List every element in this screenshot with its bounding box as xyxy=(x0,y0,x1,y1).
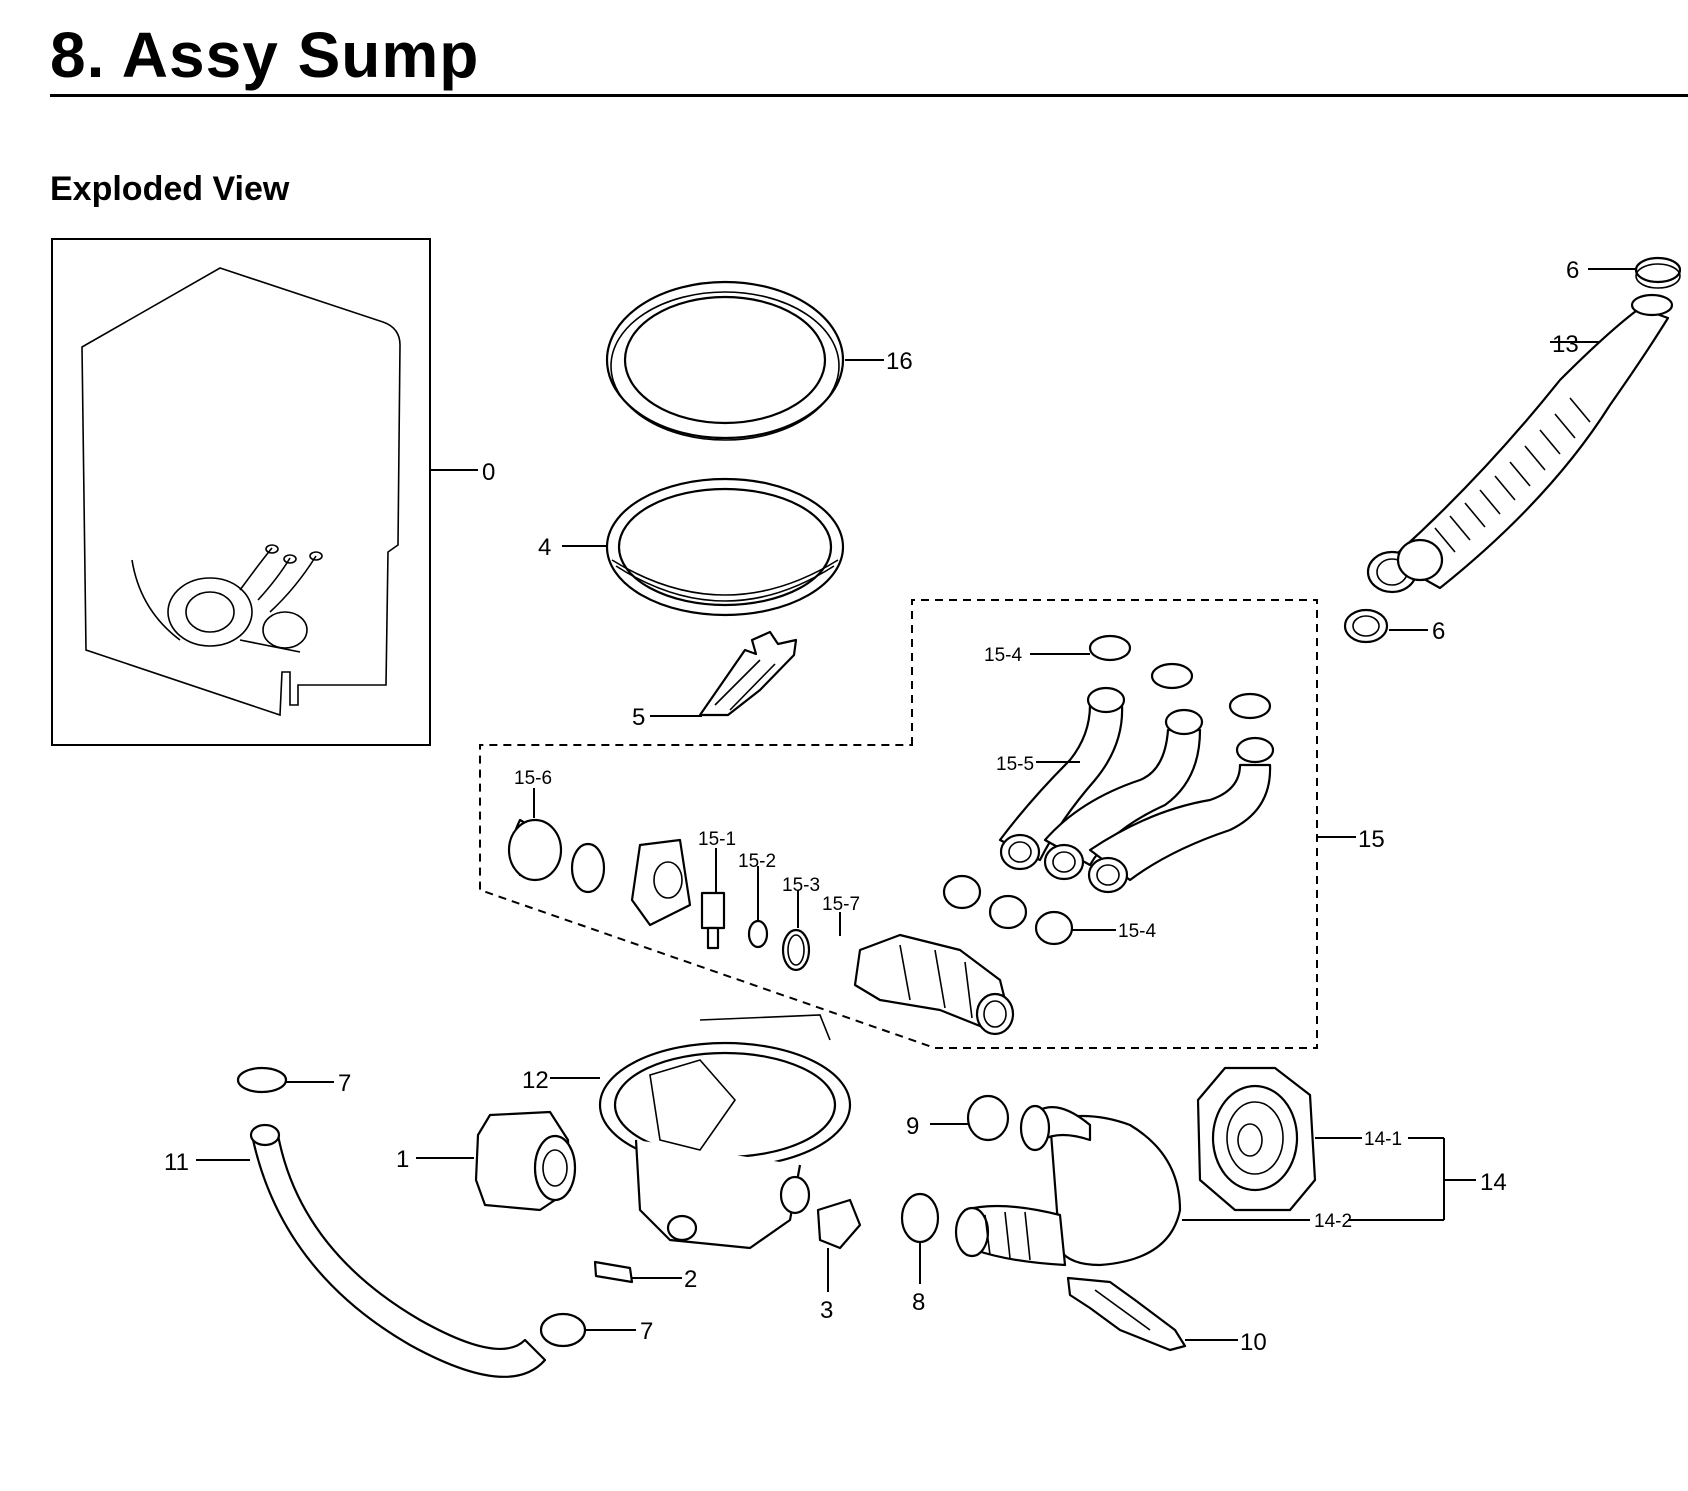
title-divider xyxy=(50,94,1688,97)
callout-13: 13 xyxy=(1552,331,1579,358)
part-15-3-oring xyxy=(781,890,811,972)
part-15-5-hoses xyxy=(998,686,1275,894)
part-2-bracket xyxy=(593,1260,682,1284)
part-5-bracket xyxy=(650,630,798,717)
callout-9: 9 xyxy=(906,1113,919,1140)
callout-7-bottom: 7 xyxy=(640,1318,653,1345)
callout-2: 2 xyxy=(684,1266,697,1293)
callout-6-lower: 6 xyxy=(1432,618,1445,645)
section-subtitle: Exploded View xyxy=(50,170,290,208)
part-15-6-cover xyxy=(507,788,692,927)
callout-1: 1 xyxy=(396,1146,409,1173)
callout-15-5: 15-5 xyxy=(996,754,1034,775)
callout-0: 0 xyxy=(482,459,495,486)
callout-5: 5 xyxy=(632,704,645,731)
part-14-2-pump xyxy=(954,1104,1310,1267)
callout-4: 4 xyxy=(538,534,551,561)
part-14-bracket-line xyxy=(1348,1137,1476,1221)
callout-15: 15 xyxy=(1358,826,1385,853)
callout-15-1: 15-1 xyxy=(698,829,736,850)
callout-16: 16 xyxy=(886,348,913,375)
part-0-overview xyxy=(51,238,478,746)
part-10-bracket xyxy=(1066,1276,1238,1352)
part-9-clamp xyxy=(930,1094,1010,1142)
part-12-sump-housing xyxy=(550,1014,852,1250)
callout-12: 12 xyxy=(522,1067,549,1094)
part-15-4-clamps xyxy=(942,634,1272,946)
callout-14-2: 14-2 xyxy=(1314,1211,1352,1232)
page-title: 8. Assy Sump xyxy=(50,19,480,91)
callout-15-7: 15-7 xyxy=(822,894,860,915)
part-1-motor xyxy=(416,1110,577,1212)
callout-8: 8 xyxy=(912,1289,925,1316)
part-16-ring xyxy=(605,280,884,441)
part-4-gasket xyxy=(562,477,845,617)
callout-10: 10 xyxy=(1240,1329,1267,1356)
callout-15-4-bottom: 15-4 xyxy=(1118,921,1156,942)
callout-7-top: 7 xyxy=(338,1070,351,1097)
callout-3: 3 xyxy=(820,1297,833,1324)
callout-15-4-top: 15-4 xyxy=(984,645,1022,666)
part-11-hose xyxy=(196,1066,636,1378)
part-8-clamp xyxy=(900,1192,940,1284)
part-13-drain-hose xyxy=(1343,256,1682,644)
part-15-group-outline xyxy=(479,599,1318,1049)
part-14-1-pump-cover xyxy=(1196,1066,1362,1212)
callout-14: 14 xyxy=(1480,1169,1507,1196)
callout-14-1: 14-1 xyxy=(1364,1129,1402,1150)
callout-15-3: 15-3 xyxy=(782,875,820,896)
part-15-2-oring xyxy=(747,866,769,949)
part-15-1-sensor xyxy=(700,848,726,950)
part-3-sensor xyxy=(816,1198,862,1292)
callout-6-top: 6 xyxy=(1566,257,1579,284)
part-15-manifold xyxy=(853,933,1015,1036)
callout-11: 11 xyxy=(164,1149,189,1176)
callout-15-2: 15-2 xyxy=(738,851,776,872)
callout-15-6: 15-6 xyxy=(514,768,552,789)
